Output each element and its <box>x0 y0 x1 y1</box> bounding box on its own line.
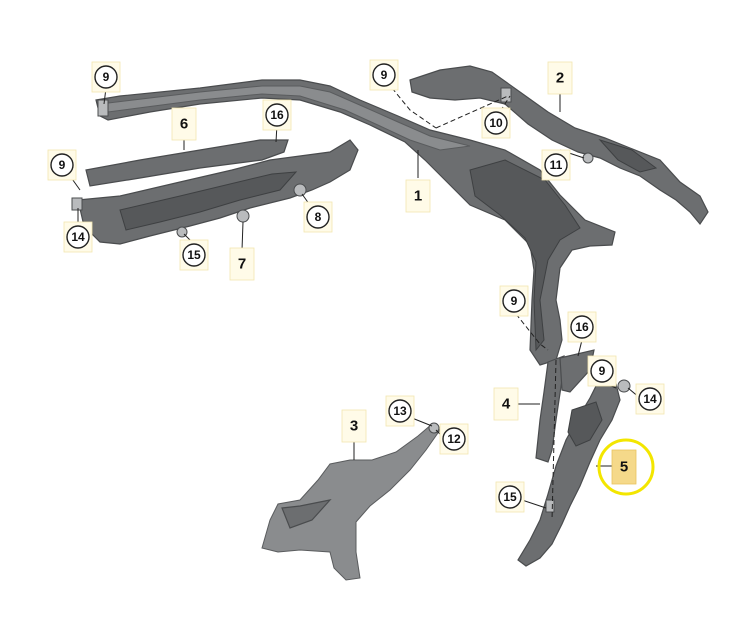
callout-16b: 16 <box>567 311 597 343</box>
svg-text:5: 5 <box>620 459 628 476</box>
callout-9b: 9 <box>47 149 77 181</box>
svg-text:1: 1 <box>414 188 422 205</box>
rail-end-clip-icon <box>97 99 109 117</box>
callout-14b: 14 <box>635 383 665 415</box>
part-4-vertical-strip <box>535 349 595 463</box>
bracket5-nut-icon <box>617 379 631 393</box>
svg-text:4: 4 <box>502 396 511 413</box>
svg-text:15: 15 <box>187 248 201 262</box>
assembly-clip-icon <box>71 197 83 211</box>
bracket-clip-icon <box>500 87 512 103</box>
callout-12: 12 <box>439 423 469 455</box>
part-5-vertical-bracket <box>517 377 631 567</box>
part-6-strip <box>85 139 289 187</box>
part-label-5-highlighted: 5 <box>597 438 655 496</box>
svg-text:6: 6 <box>180 116 188 133</box>
svg-text:9: 9 <box>59 158 66 172</box>
callout-9e: 9 <box>587 355 617 387</box>
highlight-ring <box>597 438 655 496</box>
callout-9a: 9 <box>91 61 121 93</box>
callout-16a: 16 <box>262 99 292 131</box>
part-label-1: 1 <box>405 179 431 213</box>
svg-text:8: 8 <box>315 210 322 224</box>
bracket5-clip-icon <box>545 499 555 513</box>
svg-text:15: 15 <box>503 490 517 504</box>
callout-15b: 15 <box>495 481 525 513</box>
svg-text:12: 12 <box>447 432 461 446</box>
callout-14a: 14 <box>63 221 93 253</box>
callout-9d: 9 <box>499 285 529 317</box>
svg-text:13: 13 <box>393 404 407 418</box>
svg-text:9: 9 <box>511 294 518 308</box>
part-label-3: 3 <box>341 409 367 443</box>
callout-13: 13 <box>385 395 415 427</box>
part-3-trim-panel <box>261 422 441 581</box>
svg-text:16: 16 <box>270 108 284 122</box>
callout-15a: 15 <box>179 239 209 271</box>
svg-text:16: 16 <box>575 320 589 334</box>
svg-text:10: 10 <box>489 116 503 130</box>
part-label-2: 2 <box>547 61 573 95</box>
part-2-upper-bracket <box>409 65 709 226</box>
svg-text:9: 9 <box>381 68 388 82</box>
part-1-frame-rail <box>95 79 616 366</box>
part-7-bracket-assembly <box>71 139 359 245</box>
svg-text:2: 2 <box>556 70 564 87</box>
svg-text:7: 7 <box>238 256 246 273</box>
svg-text:11: 11 <box>550 158 563 172</box>
svg-text:14: 14 <box>71 230 85 244</box>
callout-8: 8 <box>303 201 333 233</box>
part-label-4: 4 <box>493 387 519 421</box>
svg-text:9: 9 <box>103 70 110 84</box>
callout-9c: 9 <box>369 59 399 91</box>
callout-10: 10 <box>481 107 511 139</box>
bracket-nut-icon <box>582 152 594 164</box>
part-label-6: 6 <box>171 107 197 141</box>
svg-text:14: 14 <box>643 392 657 406</box>
svg-text:9: 9 <box>599 364 606 378</box>
assembly-nut-icon <box>293 183 307 197</box>
svg-text:3: 3 <box>350 418 358 435</box>
assembly-nut-2-icon <box>236 209 250 223</box>
callout-11: 11 <box>541 149 571 181</box>
part-label-7: 7 <box>229 247 255 281</box>
